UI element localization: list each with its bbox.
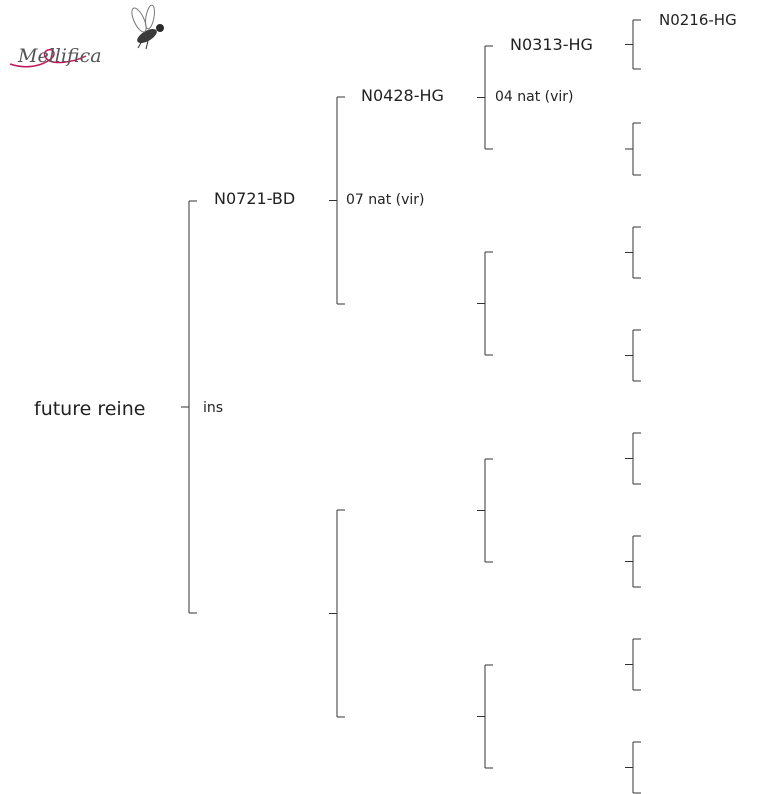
mellifica-logo: Mellifica — [9, 4, 164, 68]
level4-node-name: N0216-HG — [659, 11, 737, 29]
logo-text: Mellifica — [17, 45, 102, 67]
bee-icon — [131, 4, 164, 50]
level2-node-name: N0428-HG — [361, 86, 444, 105]
logo-swirl — [9, 48, 87, 68]
root-queen-origin: ins — [203, 400, 224, 416]
level3-node-name: N0313-HG — [510, 35, 593, 54]
level2-node-origin: 04 nat (vir) — [495, 89, 574, 105]
level1-node-origin: 07 nat (vir) — [346, 192, 425, 208]
root-queen-name: future reine — [34, 398, 146, 420]
level1-node-name: N0721-BD — [214, 189, 296, 208]
